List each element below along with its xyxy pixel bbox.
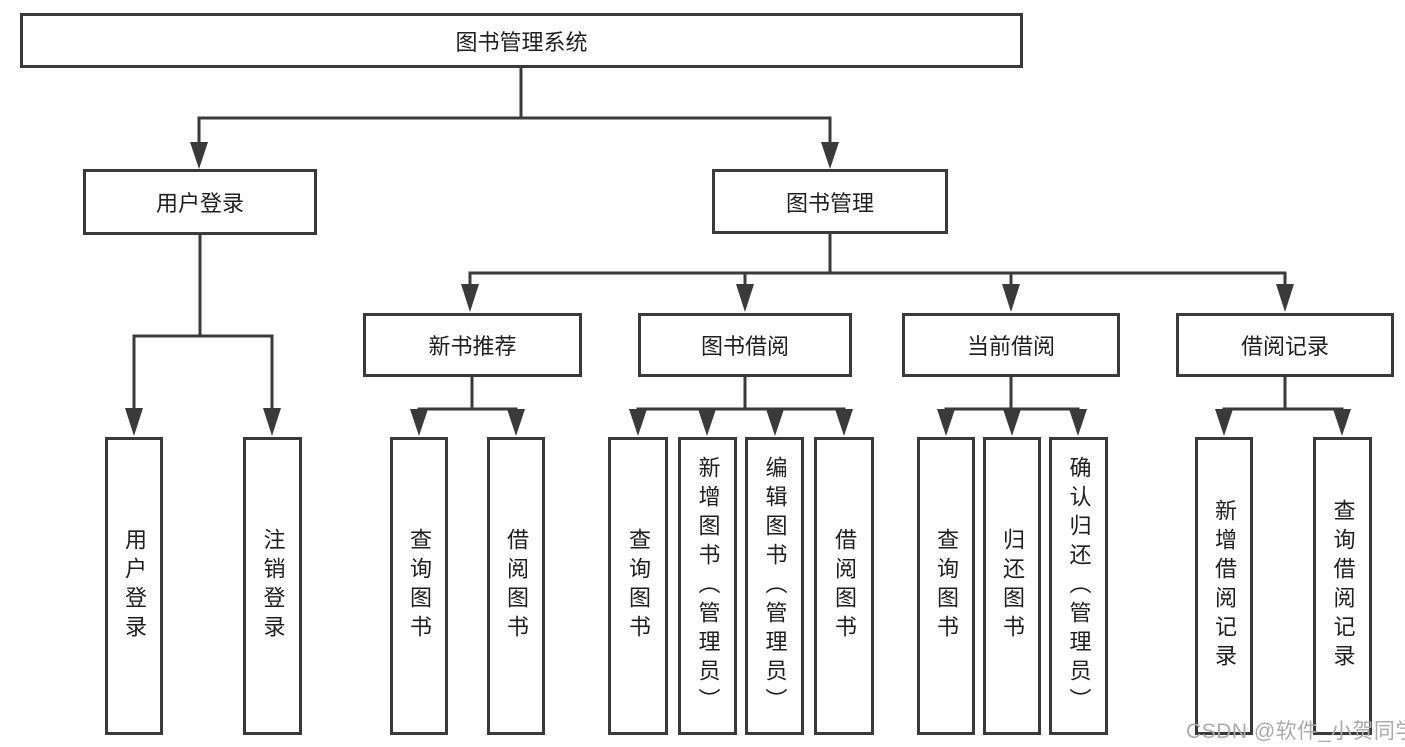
leaf-cb-query-books: 查询图书: [917, 437, 975, 735]
node-user-login-label: 用户登录: [155, 191, 244, 216]
leaf-logout: 注销登录: [243, 437, 302, 735]
arrowheads: [125, 142, 1351, 436]
leaf-bb-add-books-admin-label: 新增图书（管理员）: [695, 455, 721, 717]
leaf-nbr-query-books: 查询图书: [390, 437, 448, 735]
leaf-br-add-record-label: 新增借阅记录: [1212, 499, 1237, 673]
node-new-book-recommend: 新书推荐: [363, 313, 582, 377]
leaf-user-login: 用户登录: [105, 437, 163, 735]
leaf-nbr-borrow-books-label: 借阅图书: [504, 528, 529, 644]
node-root-system: 图书管理系统: [20, 13, 1023, 68]
watermark: CSDN @软件_小贺同学: [1186, 720, 1405, 743]
leaf-bb-query-books-label: 查询图书: [626, 528, 651, 644]
leaf-user-login-label: 用户登录: [122, 528, 147, 644]
node-new-book-recommend-label: 新书推荐: [428, 334, 517, 359]
leaf-bb-add-books-admin: 新增图书（管理员）: [678, 437, 737, 735]
node-current-borrowing: 当前借阅: [902, 313, 1120, 377]
node-user-login: 用户登录: [83, 169, 317, 235]
leaf-nbr-borrow-books: 借阅图书: [487, 437, 545, 735]
leaf-nbr-query-books-label: 查询图书: [407, 528, 432, 644]
node-current-borrowing-label: 当前借阅: [966, 334, 1055, 359]
node-borrowing-records-label: 借阅记录: [1240, 334, 1329, 359]
leaf-bb-edit-books-admin: 编辑图书（管理员）: [745, 437, 804, 735]
node-borrowing-records: 借阅记录: [1176, 313, 1394, 377]
leaf-cb-return-books-label: 归还图书: [1000, 528, 1025, 644]
leaf-br-query-record: 查询借阅记录: [1313, 437, 1372, 735]
leaf-bb-borrow-books-label: 借阅图书: [832, 528, 857, 644]
node-book-management: 图书管理: [712, 169, 948, 234]
leaf-br-query-record-label: 查询借阅记录: [1330, 499, 1356, 673]
node-root-label: 图书管理系统: [455, 29, 588, 55]
leaf-bb-query-books: 查询图书: [608, 437, 668, 735]
leaf-cb-confirm-return-admin: 确认归还（管理员）: [1049, 437, 1108, 735]
leaf-cb-return-books: 归还图书: [983, 437, 1041, 735]
leaf-logout-label: 注销登录: [260, 528, 286, 644]
leaf-bb-borrow-books: 借阅图书: [814, 437, 874, 735]
leaf-br-add-record: 新增借阅记录: [1195, 437, 1253, 735]
node-book-management-label: 图书管理: [785, 190, 874, 216]
leaf-cb-query-books-label: 查询图书: [934, 528, 959, 644]
node-book-borrowing-label: 图书借阅: [700, 334, 789, 359]
leaf-cb-confirm-return-admin-label: 确认归还（管理员）: [1066, 455, 1092, 717]
leaf-bb-edit-books-admin-label: 编辑图书（管理员）: [762, 455, 788, 717]
node-book-borrowing: 图书借阅: [638, 313, 852, 377]
